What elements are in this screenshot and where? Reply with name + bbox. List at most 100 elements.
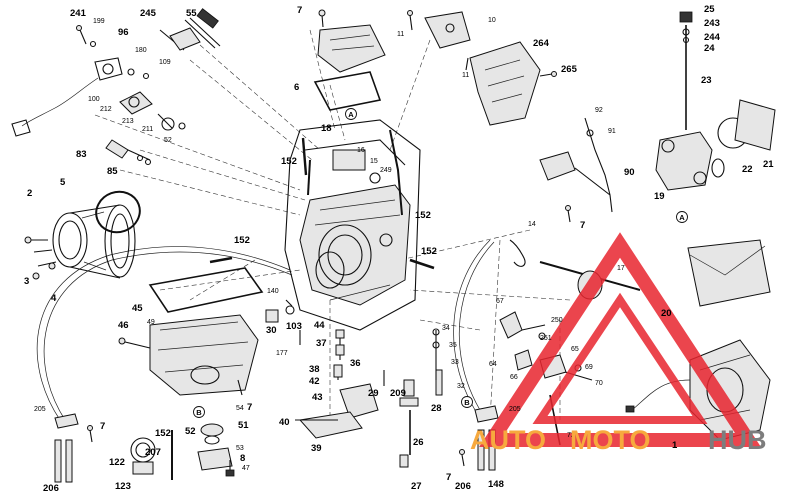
part-label-52: 52 [185, 426, 196, 437]
top-cover [313, 9, 386, 111]
dashed-guides [94, 29, 687, 421]
part-label-21: 21 [763, 159, 774, 170]
part-label-52: 52 [164, 137, 172, 144]
part-label-140: 140 [267, 288, 279, 295]
part-label-90: 90 [624, 167, 635, 178]
part-label-92: 92 [595, 107, 603, 114]
part-label-123: 123 [115, 481, 131, 492]
callout-letter: A [348, 110, 354, 119]
part-label-30: 30 [266, 325, 277, 336]
part-label-32: 32 [457, 383, 465, 390]
part-label-55: 55 [186, 8, 197, 19]
accelerator-pump [655, 11, 776, 191]
part-label-70: 70 [595, 380, 603, 387]
watermark-logo [479, 232, 761, 447]
part-label-53: 53 [236, 445, 244, 452]
part-label-199: 199 [93, 18, 105, 25]
overflow-hoses [36, 239, 495, 421]
part-label-211: 211 [142, 126, 153, 133]
part-label-28: 28 [431, 403, 442, 414]
part-label-54: 54 [236, 405, 244, 412]
part-label-24: 24 [704, 43, 715, 54]
part-label-245: 245 [140, 8, 157, 19]
part-label-180: 180 [135, 47, 147, 54]
part-label-85: 85 [107, 166, 118, 177]
part-label-27: 27 [411, 481, 422, 492]
part-label-206: 206 [455, 481, 471, 492]
watermark-word-hub: HUB [708, 425, 767, 455]
part-label-18: 18 [321, 123, 332, 134]
part-label-91: 91 [608, 128, 616, 135]
part-label-122: 122 [109, 457, 125, 468]
part-label-213: 213 [122, 118, 134, 125]
part-label-20: 20 [661, 308, 672, 319]
part-label-11: 11 [462, 72, 469, 79]
part-label-207: 207 [145, 447, 161, 458]
part-label-6: 6 [294, 82, 299, 93]
part-label-33: 33 [451, 359, 459, 366]
part-label-1: 1 [672, 440, 678, 451]
part-label-8: 8 [240, 453, 245, 464]
callout-letter: A [679, 213, 685, 222]
part-label-243: 243 [704, 18, 720, 29]
watermark-word-moto: MOTO [570, 425, 651, 455]
part-label-5: 5 [60, 177, 66, 188]
part-label-209: 209 [390, 388, 406, 399]
part-label-38: 38 [309, 364, 320, 375]
part-label-265: 265 [561, 64, 578, 75]
callout-b: B [193, 406, 205, 418]
part-label-23: 23 [701, 75, 712, 86]
carburetor-body [284, 119, 421, 331]
callout-a: A [676, 211, 688, 223]
cable-bracket [539, 117, 613, 223]
callout-letter: B [464, 398, 470, 407]
part-label-36: 36 [350, 358, 361, 369]
part-label-251: 251 [540, 335, 552, 342]
part-label-206: 206 [43, 483, 59, 494]
part-label-264: 264 [533, 38, 550, 49]
part-label-49: 49 [147, 319, 155, 326]
part-label-14: 14 [528, 221, 536, 228]
part-label-45: 45 [132, 303, 143, 314]
part-label-148: 148 [488, 479, 504, 490]
part-label-34: 34 [442, 325, 450, 332]
part-label-249: 249 [380, 167, 392, 174]
part-label-11: 11 [397, 31, 404, 38]
carburetor-assembly [625, 339, 771, 441]
part-label-35: 35 [449, 342, 457, 349]
callout-circle [193, 406, 205, 418]
part-label-66: 66 [510, 374, 518, 381]
part-label-152: 152 [281, 156, 297, 167]
callout-a: A [345, 108, 357, 120]
part-label-25: 25 [704, 4, 715, 15]
part-label-205: 205 [509, 406, 521, 413]
part-label-212: 212 [100, 106, 112, 113]
part-label-177: 177 [276, 350, 288, 357]
choke-lever [295, 383, 379, 439]
intake-boot [24, 190, 141, 280]
part-label-46: 46 [118, 320, 129, 331]
part-label-7: 7 [247, 402, 252, 413]
part-label-39: 39 [311, 443, 322, 454]
bowl-lower-parts [130, 423, 235, 480]
part-label-96: 96 [118, 27, 129, 38]
callout-b: B [461, 396, 473, 408]
part-label-241: 241 [70, 8, 87, 19]
left-hose-fittings [54, 413, 93, 483]
part-label-26: 26 [413, 437, 424, 448]
part-label-65: 65 [571, 346, 579, 353]
watermark-word-auto: AUTO [470, 425, 546, 455]
part-label-10: 10 [488, 17, 496, 24]
part-label-244: 244 [704, 32, 721, 43]
part-label-19: 19 [654, 191, 665, 202]
throttle-linkage-cover [407, 10, 557, 126]
part-label-7: 7 [446, 472, 451, 483]
float-bowl [118, 267, 264, 396]
throttle-sensor [11, 25, 150, 137]
callout-circle [676, 211, 688, 223]
part-label-29: 29 [368, 388, 379, 399]
part-label-100: 100 [88, 96, 100, 103]
part-label-7: 7 [297, 5, 302, 16]
